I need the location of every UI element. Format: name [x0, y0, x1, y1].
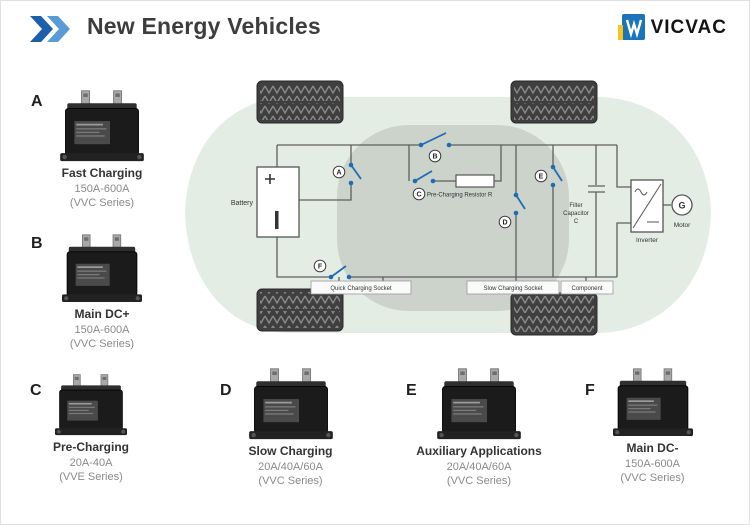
switch-badge-a: A	[336, 170, 341, 177]
product-letter-d: D	[220, 382, 232, 399]
battery-label: Battery	[231, 200, 254, 207]
product-card-slow-charging: Slow Charging 20A/40A/60A (VVC Series)	[233, 367, 348, 488]
pre-charging-resistor-label: Pre-Charging Resistor R	[427, 193, 493, 199]
product-rating: 150A-600A	[624, 457, 681, 470]
page-title: New Energy Vehicles	[87, 13, 321, 39]
relay-product-image	[612, 368, 693, 437]
switch-badge-d: D	[502, 220, 507, 227]
product-letter-c: C	[30, 382, 42, 399]
switch-badge-e: E	[539, 174, 544, 181]
product-card-main-dc-plus: Main DC+ 150A-600A (VVC Series)	[46, 233, 158, 351]
relay-product-image	[437, 368, 521, 440]
vehicle-circuit-diagram: Battery	[185, 80, 711, 336]
quick-charging-socket-label: Quick Charging Socket	[330, 286, 392, 292]
inverter-label: Inverter	[636, 237, 659, 244]
inverter-symbol	[630, 179, 664, 233]
tire-rear-right	[510, 292, 598, 336]
filter-capacitor-label-3: C	[574, 219, 579, 225]
product-card-fast-charging: Fast Charging 150A-600A (VVC Series)	[46, 89, 158, 210]
product-name: Auxiliary Applications	[416, 444, 542, 458]
product-name: Main DC-	[626, 441, 679, 455]
product-series: (VVC Series)	[69, 196, 135, 209]
brand-name: VICVAC	[650, 16, 727, 38]
socket-labels: Quick Charging Socket Slow Charging Sock…	[310, 280, 614, 295]
relay-product-image	[62, 234, 142, 303]
car-cabin	[337, 125, 569, 311]
brand-logo: VICVAC	[617, 14, 727, 41]
product-letter-b: B	[31, 235, 43, 252]
relay-product-image	[60, 90, 144, 162]
vehicle-diagram: Battery	[169, 75, 729, 352]
brand-logo-icon	[617, 14, 645, 40]
relay-product-image	[55, 374, 127, 436]
product-rating: 20A/40A/60A	[258, 460, 323, 473]
product-rating: 150A-600A	[74, 182, 130, 195]
switch-badge-c: C	[416, 192, 421, 199]
component-label: Component	[571, 286, 602, 292]
tire-front-right	[510, 80, 598, 124]
product-rating: 20A-40A	[69, 456, 113, 469]
motor-symbol	[671, 194, 693, 216]
tire-front-left	[256, 80, 344, 124]
product-letter-a: A	[31, 93, 43, 110]
product-series: (VVC Series)	[620, 471, 685, 484]
motor-symbol-letter: G	[678, 201, 685, 211]
product-series: (VVC Series)	[446, 474, 512, 487]
motor-label: Motor	[674, 222, 691, 229]
switch-badge-f: F	[318, 264, 323, 271]
battery-symbol	[256, 166, 300, 238]
product-series: (VVC Series)	[258, 474, 323, 487]
product-name: Pre-Charging	[52, 440, 129, 454]
product-letter-f: F	[585, 382, 595, 399]
contactor-switches	[328, 132, 563, 280]
product-series: (VVE Series)	[59, 470, 123, 483]
tire-rear-left	[256, 288, 344, 332]
relay-product-image	[248, 368, 333, 440]
product-letter-e: E	[406, 382, 417, 399]
resistor-symbol	[455, 174, 495, 188]
product-rating: 20A/40A/60A	[446, 460, 512, 473]
product-series: (VVC Series)	[69, 337, 135, 350]
product-card-pre-charging: Pre-Charging 20A-40A (VVE Series)	[41, 373, 141, 484]
filter-capacitor-label-1: Filter	[569, 203, 582, 209]
product-card-auxiliary: Auxiliary Applications 20A/40A/60A (VVC …	[413, 367, 545, 488]
circuit-wires	[276, 144, 671, 282]
slow-charging-socket-label: Slow Charging Socket	[483, 286, 542, 292]
product-name: Fast Charging	[61, 166, 143, 180]
product-card-main-dc-minus: Main DC- 150A-600A (VVC Series)	[595, 367, 710, 485]
switch-badge-b: B	[432, 154, 437, 161]
product-rating: 150A-600A	[74, 323, 130, 336]
filter-capacitor-label-2: Capacitor	[563, 211, 589, 217]
product-name: Main DC+	[74, 307, 130, 321]
switch-letter-badges: A B C D E F	[313, 149, 548, 273]
product-name: Slow Charging	[248, 444, 333, 458]
double-chevron-icon	[30, 16, 70, 42]
